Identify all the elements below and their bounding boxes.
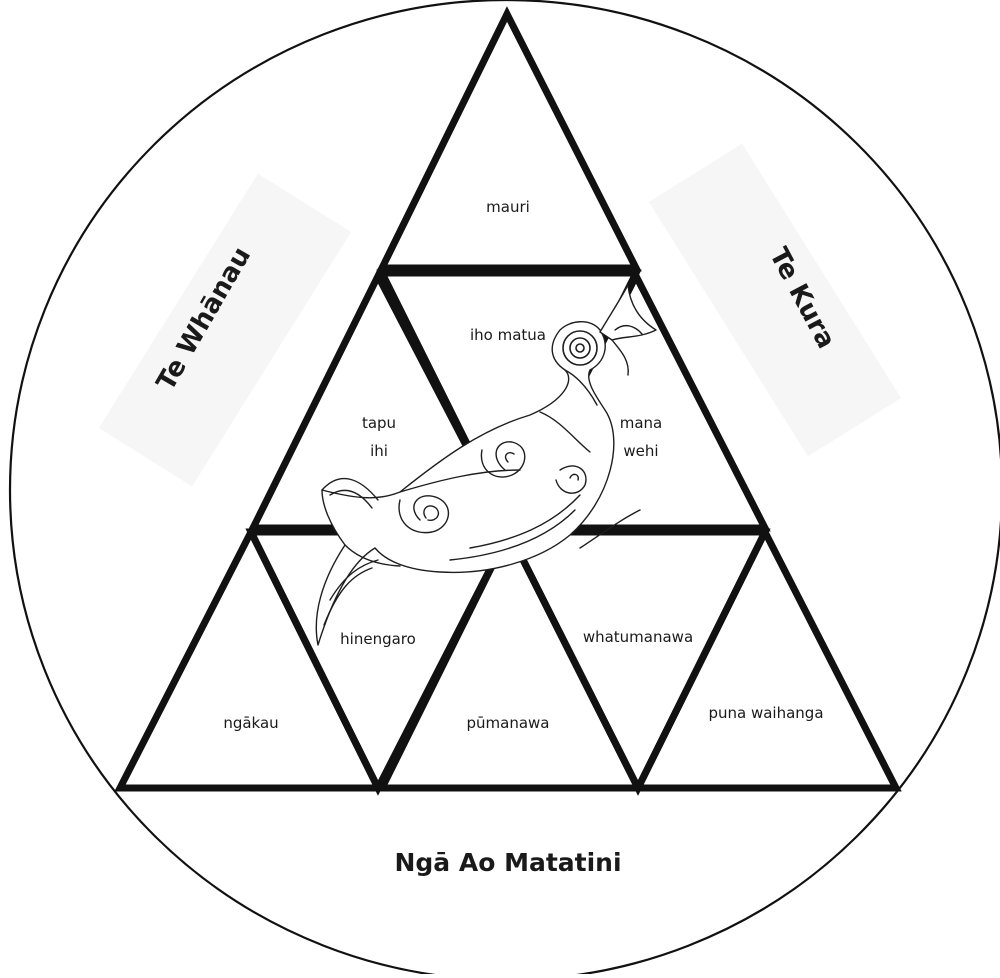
cell-label-bottom-right-inverted: whatumanawa (583, 628, 693, 646)
cell-label-mid-right-1: mana (620, 414, 663, 432)
cell-label-bottom-right: puna waihanga (708, 704, 823, 722)
cell-label-mid-left-2: ihi (370, 442, 388, 460)
label-nga-ao-matatini: Ngā Ao Matatini (394, 848, 621, 877)
cell-label-bottom-left-inverted: hinengaro (340, 630, 416, 648)
cell-label-bottom-centre: pūmanawa (467, 714, 550, 732)
cell-label-bottom-left: ngākau (223, 714, 278, 732)
cell-label-top: mauri (486, 198, 530, 216)
cell-label-mid-right-2: wehi (623, 442, 658, 460)
cell-label-centre: iho matua (470, 326, 546, 344)
cell-label-mid-left-1: tapu (362, 414, 396, 432)
